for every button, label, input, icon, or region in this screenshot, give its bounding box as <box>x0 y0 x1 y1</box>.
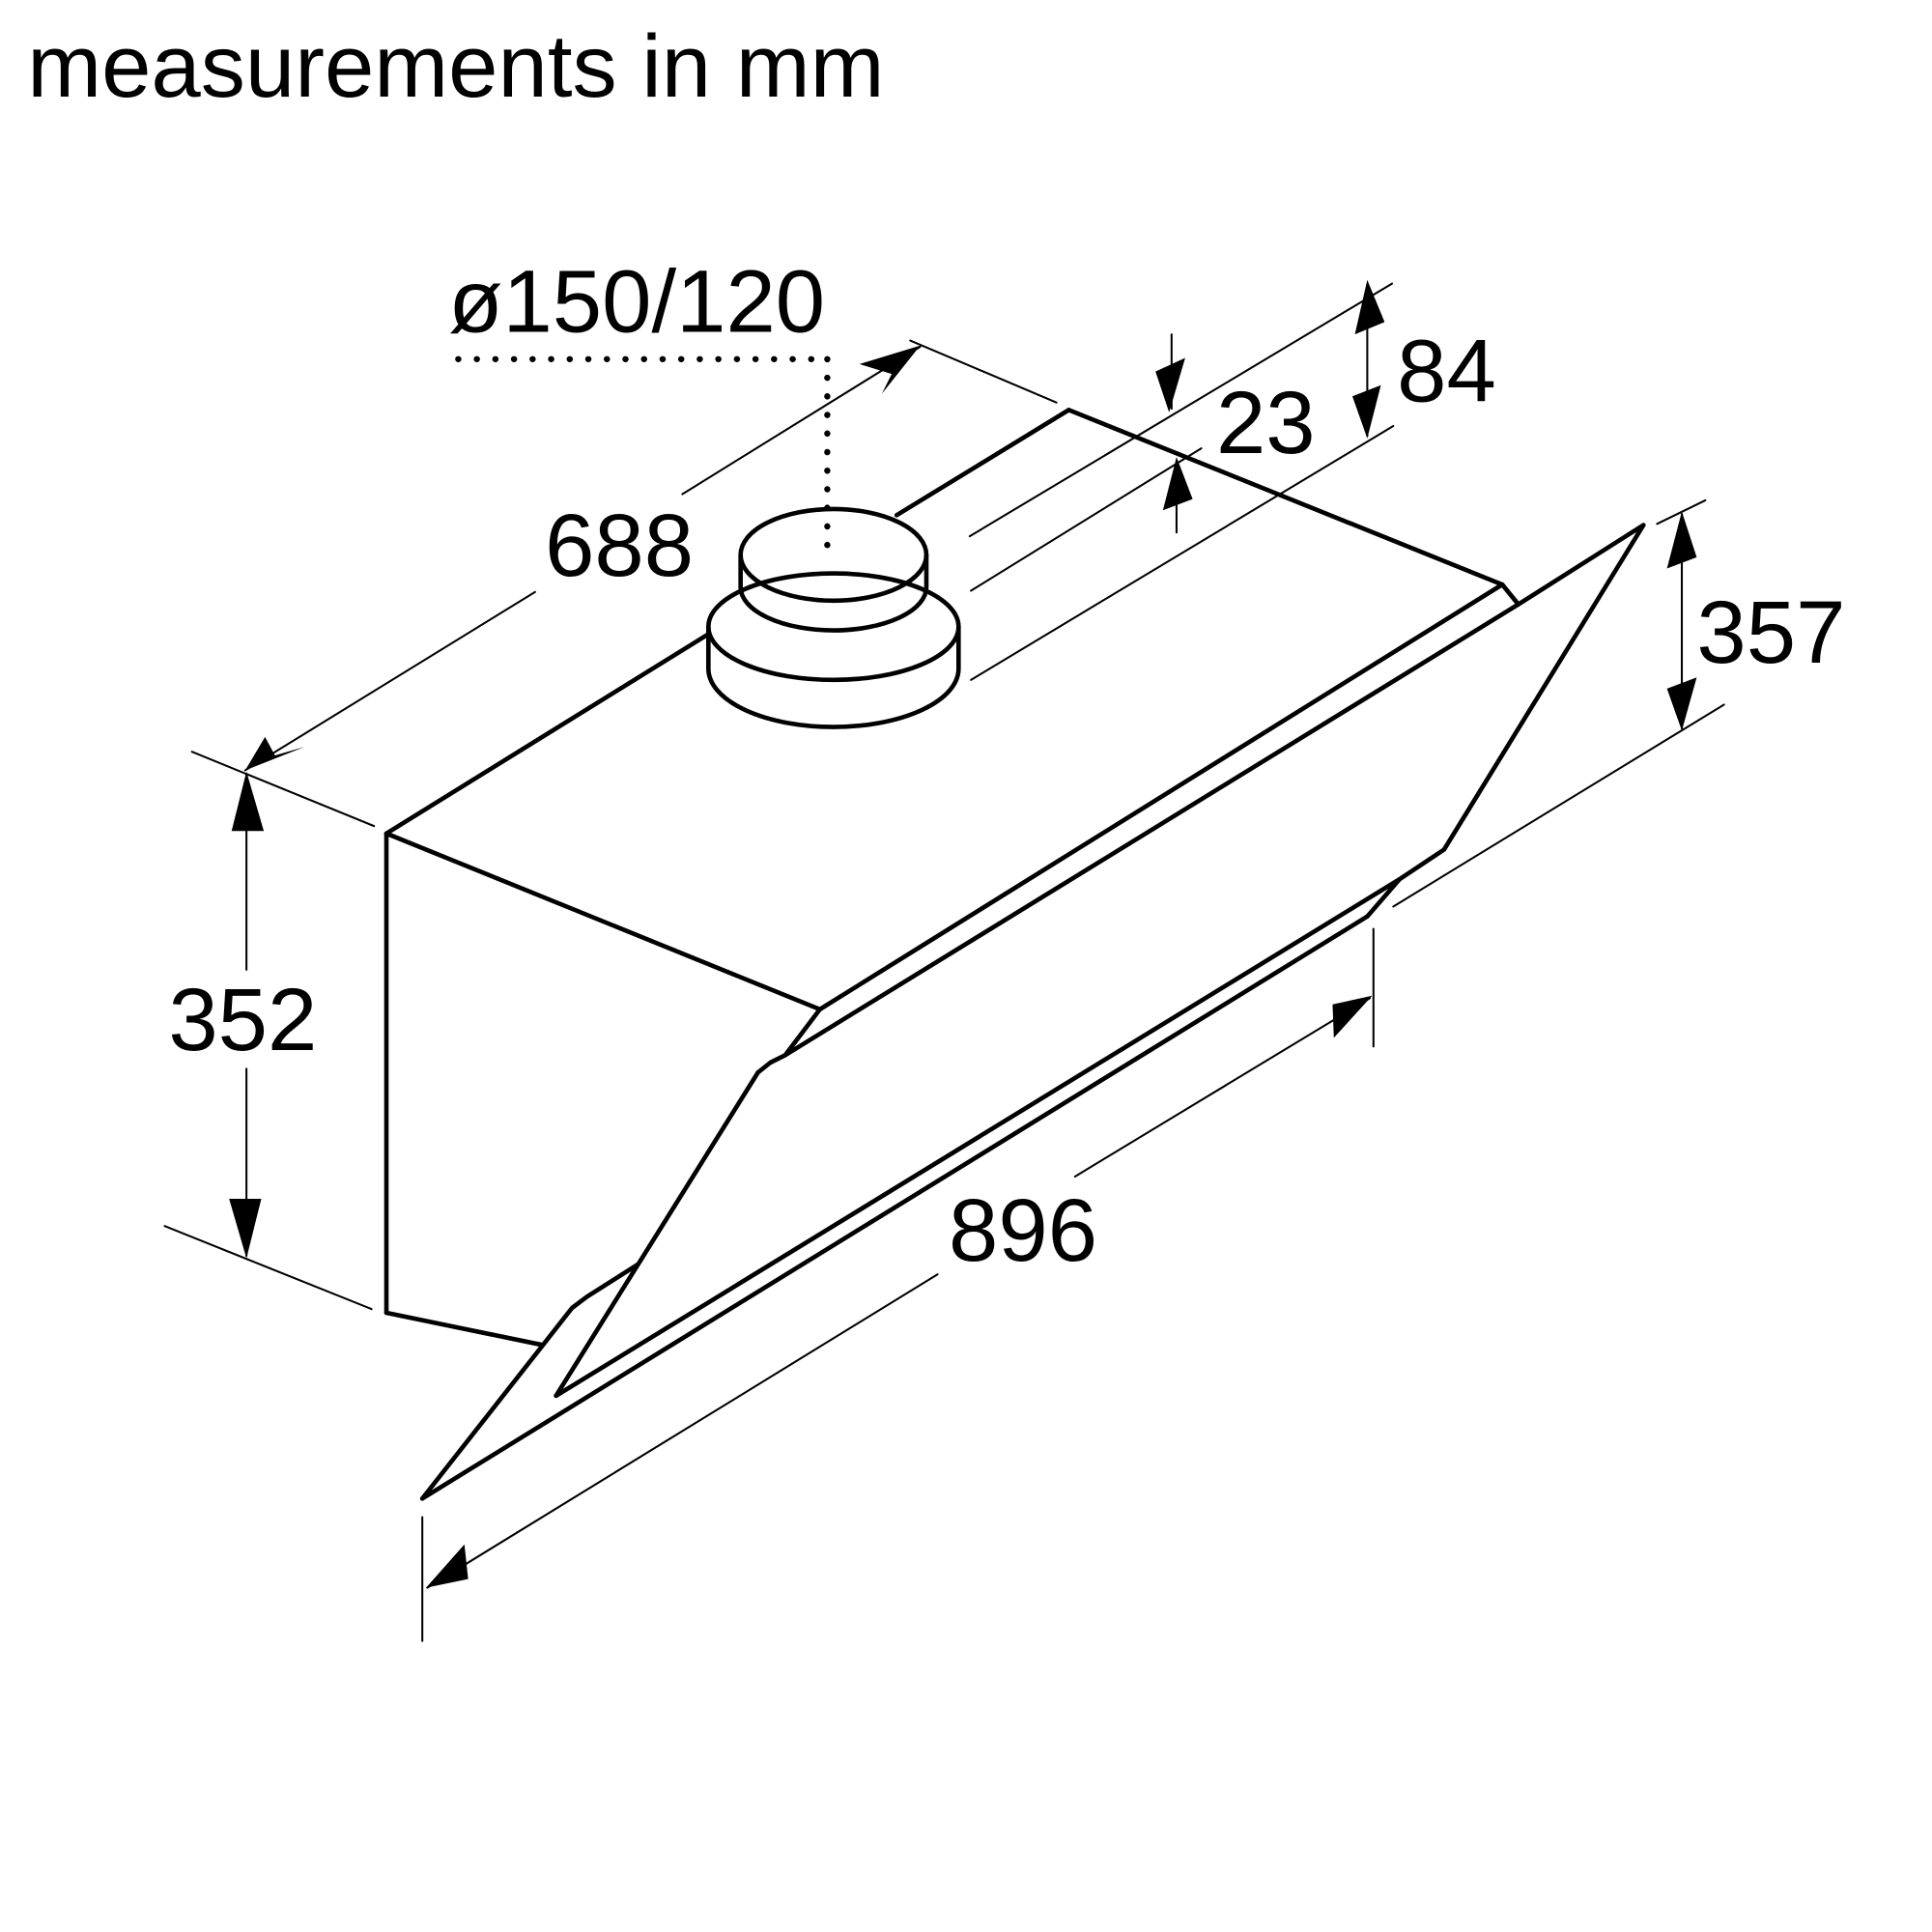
arrowhead-icon <box>859 345 921 394</box>
arrowhead-icon <box>1155 357 1185 412</box>
arrowhead-icon <box>426 1544 469 1588</box>
dimension-label-width: 896 <box>949 1179 1097 1280</box>
arrowhead-icon <box>1162 457 1193 511</box>
arrowhead-icon <box>244 736 305 771</box>
dimension-label-glass-height: 357 <box>1696 582 1845 682</box>
dimension-duct-offset: 23 <box>970 333 1316 592</box>
arrowhead-icon <box>1332 995 1373 1038</box>
dimension-label-duct-height: 84 <box>1397 320 1496 420</box>
page-title: measurements in mm <box>27 15 884 116</box>
dimension-body-height: 352 <box>163 771 373 1311</box>
dimension-duct-diameter: ø150/120 <box>448 251 831 554</box>
arrowhead-icon <box>1354 279 1385 335</box>
hood-body <box>384 408 1521 1348</box>
dimension-label-duct-offset: 23 <box>1216 372 1316 472</box>
dimension-label-duct-diameter: ø150/120 <box>448 251 825 352</box>
dimension-depth: 688 <box>190 339 1058 828</box>
dimension-label-body-height: 352 <box>168 969 317 1069</box>
arrowhead-icon <box>1666 677 1697 731</box>
dimension-duct-height: 84 <box>968 279 1496 681</box>
arrowhead-icon <box>231 771 265 832</box>
glass-canopy <box>419 523 1646 1501</box>
dimension-label-depth: 688 <box>545 495 694 595</box>
dimension-glass-height: 357 <box>1392 498 1845 908</box>
arrowhead-icon <box>1352 384 1381 439</box>
arrowhead-icon <box>1666 511 1697 569</box>
arrowhead-icon <box>229 1199 262 1259</box>
duct-collar <box>706 506 961 729</box>
dimension-width: 896 <box>421 927 1375 1642</box>
